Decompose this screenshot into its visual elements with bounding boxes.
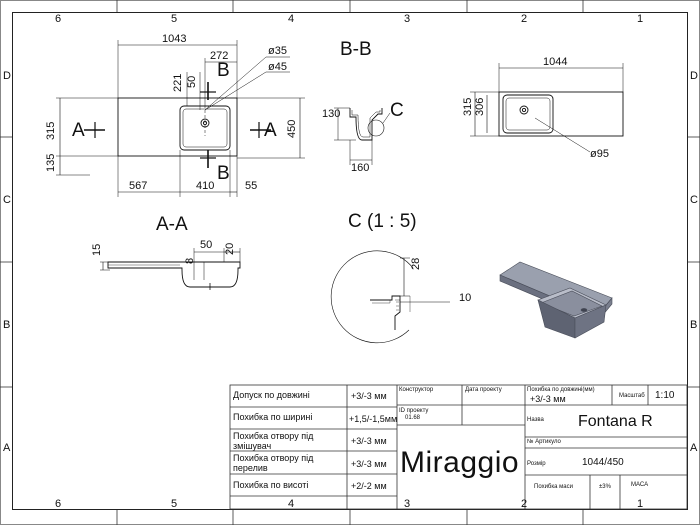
tb-row-3-value: +3/-3 мм [351, 436, 387, 446]
zone-row-b-left: B [3, 319, 11, 331]
tb-size-label: Розмір [527, 461, 546, 467]
inner-frame [12, 12, 688, 510]
dim-410: 410 [196, 180, 215, 192]
tb-row-3-label: Похибка отвору під змішувач [233, 431, 314, 451]
tb-name-label: Назва [527, 417, 544, 423]
zone-row-d-left: D [3, 70, 11, 82]
bb-profile [349, 108, 383, 141]
zone-col-4-top: 4 [288, 13, 295, 25]
dim-567: 567 [129, 180, 148, 192]
zone-row-a-left: A [3, 442, 11, 454]
zone-col-1-top: 1 [637, 13, 644, 25]
section-aa-title: A-A [156, 214, 188, 235]
zone-col-2-bottom: 2 [521, 498, 528, 510]
zone-row-a-right: A [690, 442, 698, 454]
brand-logo: Miraggio [400, 446, 520, 479]
tb-date-label: Дата проекту [465, 387, 502, 393]
tb-length-tol-value: +3/-3 мм [530, 394, 566, 404]
marker-a-left: A [72, 120, 85, 141]
dim-aa-50: 50 [200, 239, 213, 251]
dim-1044: 1044 [543, 56, 568, 68]
dim-aa-8: 8 [184, 257, 196, 264]
tb-row-1-value: +3/-3 мм [351, 391, 387, 401]
tr-bowl [502, 94, 554, 134]
zone-col-6-top: 6 [55, 13, 62, 25]
plan-view [56, 40, 305, 197]
tb-row-2-value: +1,5/-1,5мм [349, 414, 398, 424]
dim-221: 221 [172, 73, 184, 92]
tb-row-4-label: Похибка отвору під перелив [233, 453, 314, 473]
zone-col-1-bottom: 1 [637, 498, 644, 510]
zone-col-2-top: 2 [521, 13, 528, 25]
tb-id-label: ID проекту [399, 408, 429, 414]
dim-315-tr: 315 [462, 97, 474, 116]
dim-c-10: 10 [459, 292, 472, 304]
zone-row-d-right: D [690, 70, 698, 82]
marker-b-bottom: B [217, 163, 230, 184]
tb-mass-label: МАСА [631, 482, 649, 488]
dim-d45: ø45 [268, 61, 287, 73]
zone-col-4-bottom: 4 [288, 498, 295, 510]
3d-render [499, 261, 613, 339]
marker-b-top: B [217, 60, 230, 81]
title-block-grid [229, 384, 688, 510]
dim-306-tr: 306 [474, 97, 486, 116]
tb-row-5-label: Похибка по висоті [233, 480, 309, 490]
dim-450: 450 [286, 119, 298, 138]
zone-col-6-bottom: 6 [55, 498, 62, 510]
tb-name-value: Fontana R [578, 413, 653, 430]
section-c-title: C (1 : 5) [348, 211, 417, 232]
zone-col-3-top: 3 [404, 13, 411, 25]
zone-col-5-top: 5 [171, 13, 178, 25]
section-c-callout: C [390, 100, 404, 121]
zone-row-c-left: C [3, 194, 11, 206]
aa-profile [107, 261, 241, 288]
tb-row-4-value: +3/-3 мм [351, 459, 387, 469]
section-aa-view [100, 248, 241, 290]
tb-scale-label: Масштаб [619, 393, 645, 399]
tb-article-label: № Артикуло [527, 439, 561, 445]
zone-col-5-bottom: 5 [171, 498, 178, 510]
c-detail-view [330, 250, 450, 344]
dim-d95: ø95 [590, 148, 609, 160]
bb-detail-circle [367, 119, 385, 137]
dim-55: 55 [245, 180, 258, 192]
dim-1043: 1043 [162, 33, 187, 45]
dim-130: 130 [322, 108, 341, 120]
section-bb-view [334, 107, 391, 165]
dim-c-28: 28 [410, 257, 422, 270]
dim-aa-20: 20 [224, 242, 236, 255]
marker-a-right: A [264, 120, 277, 141]
top-right-plan-view [470, 63, 624, 153]
section-markers [84, 82, 271, 168]
dim-50: 50 [186, 75, 198, 88]
dim-160: 160 [351, 162, 370, 174]
tb-constructor-label: Конструктор [399, 387, 434, 393]
tr-outline [498, 91, 624, 137]
dim-aa-15: 15 [91, 243, 103, 256]
plan-outline [117, 97, 238, 157]
zone-row-c-right: C [690, 194, 698, 206]
dim-d35: ø35 [268, 45, 287, 57]
c-profile [370, 295, 401, 330]
tb-row-1-label: Допуск по довжині [233, 390, 310, 400]
dim-135: 135 [45, 153, 57, 172]
dim-272: 272 [210, 50, 229, 62]
section-bb-title: B-B [340, 39, 372, 60]
tb-scale-value: 1:10 [655, 390, 675, 401]
tb-row-5-value: +2/-2 мм [351, 481, 387, 491]
tb-length-tol-label: Похибка по довжині(мм) [527, 387, 595, 393]
dim-315: 315 [45, 121, 57, 140]
tb-size-value: 1044/450 [582, 457, 624, 468]
tb-id-value: 01.68 [405, 415, 421, 421]
tb-row-2-label: Похибка по ширині [233, 412, 313, 422]
tb-mass-tol-value: ±3% [599, 484, 611, 490]
zone-col-3-bottom: 3 [404, 498, 411, 510]
tb-mass-tol-label: Похибка маси [534, 484, 573, 490]
zone-row-b-right: B [690, 319, 698, 331]
